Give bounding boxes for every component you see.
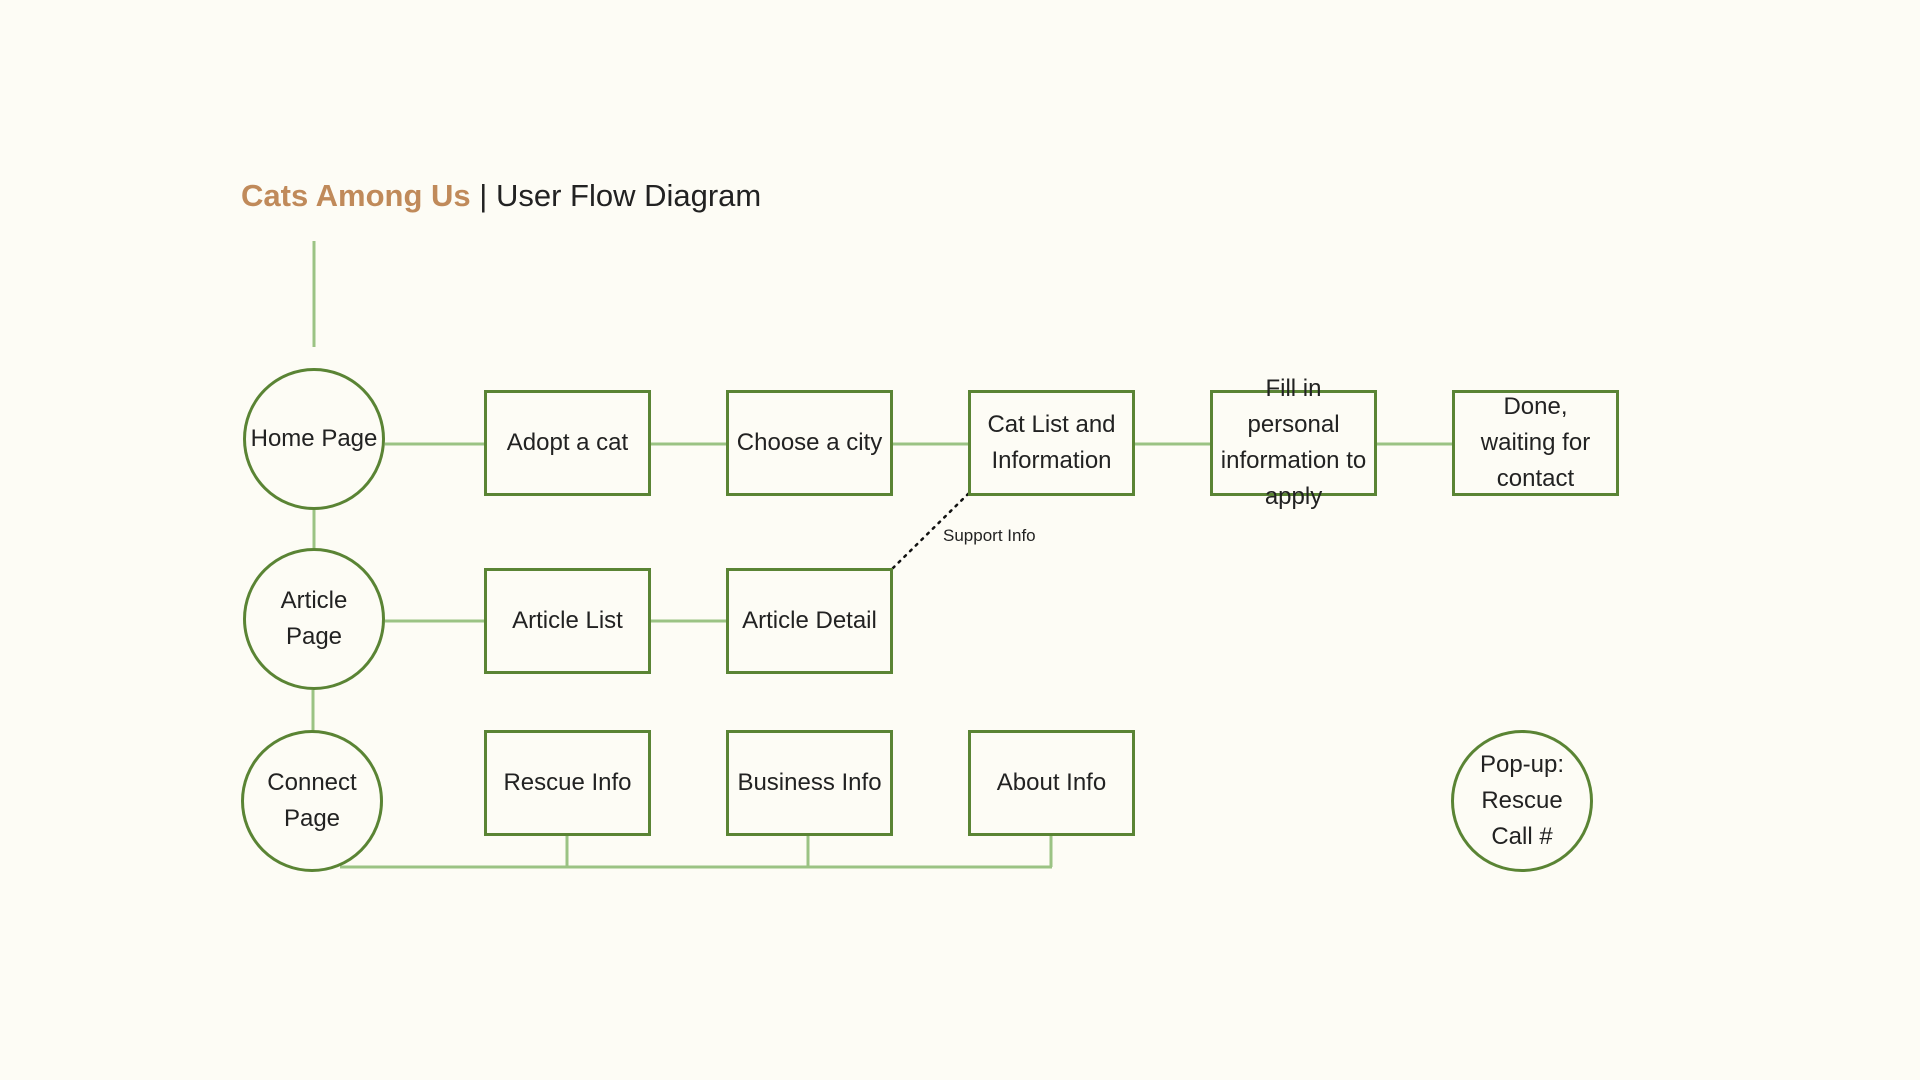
node-articledetail-label: Article Detail [742, 607, 877, 634]
node-article-list: Article List [484, 568, 651, 674]
node-rescue-info: Rescue Info [484, 730, 651, 836]
node-articlelist-label: Article List [512, 607, 623, 634]
node-business-info: Business Info [726, 730, 893, 836]
page-title: Cats Among Us | User Flow Diagram [241, 176, 761, 216]
node-catlist-label: Cat List and Information [987, 411, 1116, 474]
node-about-info: About Info [968, 730, 1135, 836]
brand-name: Cats Among Us [241, 178, 471, 213]
title-separator: | [470, 178, 496, 213]
node-done-waiting: Done, waiting for contact [1452, 390, 1619, 496]
node-home-page-label: Home Page [250, 425, 378, 452]
node-adopt-a-cat: Adopt a cat [484, 390, 651, 496]
node-home-page: Home Page [243, 368, 385, 510]
node-connect-page: Connect Page [241, 730, 383, 872]
node-connect-page-label: Connect Page [267, 769, 357, 832]
node-popup-rescue-call: Pop-up: Rescue Call # [1451, 730, 1593, 872]
node-done-label: Done, waiting for contact [1480, 393, 1591, 492]
node-cat-list: Cat List and Information [968, 390, 1135, 496]
node-popup-label: Pop-up: Rescue Call # [1479, 751, 1565, 850]
node-article-page: Article Page [243, 548, 385, 690]
node-adopt-label: Adopt a cat [506, 429, 629, 456]
node-rescue-label: Rescue Info [503, 769, 632, 796]
support-info-label: Support Info [943, 526, 1036, 545]
node-about-label: About Info [996, 769, 1107, 796]
node-article-detail: Article Detail [726, 568, 893, 674]
node-choose-a-city: Choose a city [726, 390, 893, 496]
connector-support-dotted [891, 492, 970, 570]
node-article-page-label: Article Page [280, 587, 348, 650]
node-apply-label: Fill in personal information to apply [1220, 375, 1367, 510]
node-business-label: Business Info [737, 769, 882, 796]
title-subtitle: User Flow Diagram [495, 178, 762, 213]
node-fill-personal-info: Fill in personal information to apply [1210, 375, 1377, 510]
node-city-label: Choose a city [736, 429, 883, 456]
